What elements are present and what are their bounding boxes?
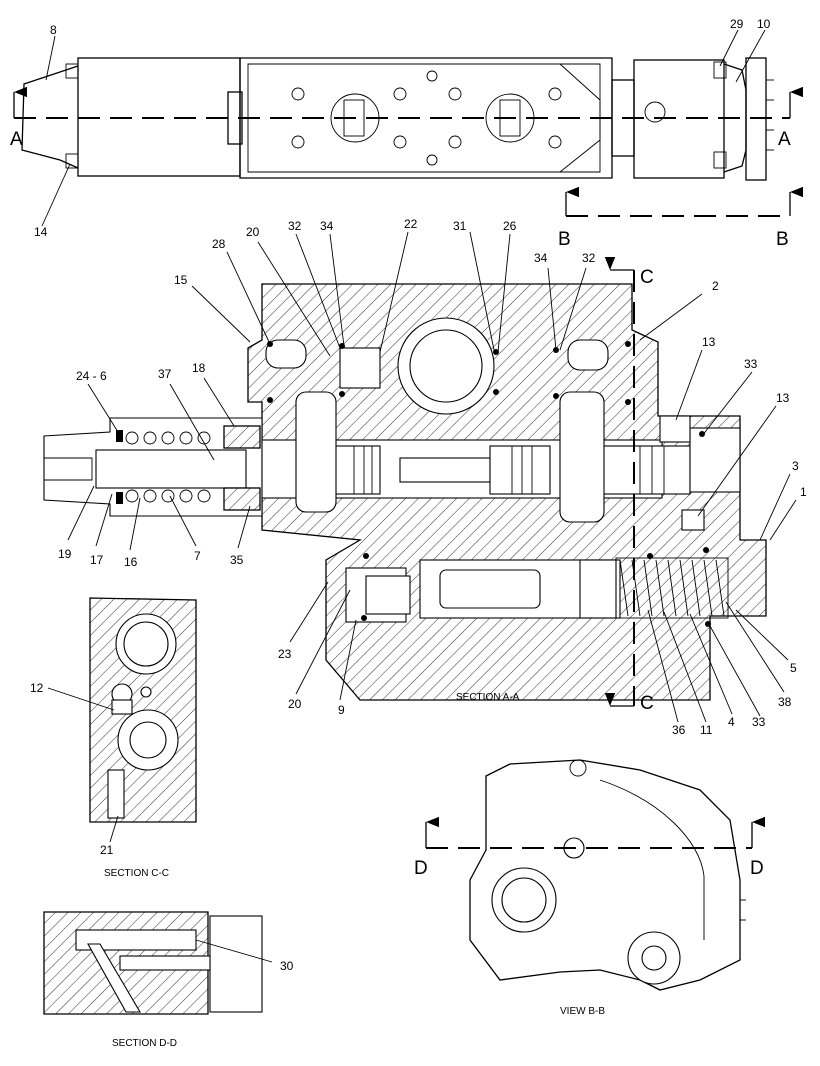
relief-spring <box>615 557 729 619</box>
callout-34b: 34 <box>534 251 548 265</box>
section-d-d <box>43 911 273 1015</box>
callout-35: 35 <box>230 553 244 567</box>
callout-22: 22 <box>404 217 418 231</box>
callout-33b: 33 <box>752 715 766 729</box>
callout-38: 38 <box>778 695 792 709</box>
caption-section-c-c: SECTION C-C <box>104 868 169 879</box>
callout-32b: 32 <box>582 251 596 265</box>
callout-8: 8 <box>50 23 57 37</box>
callout-7: 7 <box>194 549 201 563</box>
callout-21: 21 <box>100 843 114 857</box>
section-arrow-d-right: D <box>750 858 764 879</box>
callout-29: 29 <box>730 17 744 31</box>
section-arrow-d-left: D <box>414 858 428 879</box>
top-view-bolt-holes <box>291 70 562 166</box>
section-arrow-b-right: B <box>776 229 789 250</box>
callout-12: 12 <box>30 681 44 695</box>
section-a-a <box>43 231 797 723</box>
section-arrow-b-left: B <box>558 229 571 250</box>
callout-3: 3 <box>792 459 799 473</box>
callout-37: 37 <box>158 367 172 381</box>
callout-16: 16 <box>124 555 138 569</box>
view-b-b <box>425 759 765 991</box>
callout-1: 1 <box>800 485 807 499</box>
callout-18: 18 <box>192 361 206 375</box>
callout-15: 15 <box>174 273 188 287</box>
callout-24-6: 24 - 6 <box>76 369 107 383</box>
callout-28: 28 <box>212 237 226 251</box>
callout-26: 26 <box>503 219 517 233</box>
callout-5: 5 <box>790 661 797 675</box>
callout-13b: 13 <box>776 391 790 405</box>
leader-lines-a-a <box>67 231 797 723</box>
callout-33: 33 <box>744 357 758 371</box>
callout-30: 30 <box>280 959 294 973</box>
callout-9: 9 <box>338 703 345 717</box>
main-spool <box>329 445 691 495</box>
callout-labels: 8 14 29 10 A A B B C C D D 28 20 32 34 2… <box>10 17 807 1049</box>
top-view <box>13 29 803 227</box>
callout-20: 20 <box>246 225 260 239</box>
callout-13: 13 <box>702 335 716 349</box>
callout-19: 19 <box>58 547 72 561</box>
callout-34: 34 <box>320 219 334 233</box>
left-spring-coils <box>125 431 211 503</box>
callout-17: 17 <box>90 553 104 567</box>
callout-14: 14 <box>34 225 48 239</box>
callout-11: 11 <box>700 723 713 737</box>
callout-10: 10 <box>757 17 771 31</box>
callout-20b: 20 <box>288 697 302 711</box>
section-arrow-c-bottom: C <box>640 693 654 714</box>
section-arrow-a-left: A <box>10 129 23 150</box>
callout-2: 2 <box>712 279 719 293</box>
callout-31: 31 <box>453 219 467 233</box>
section-arrow-c-top: C <box>640 267 654 288</box>
callout-32: 32 <box>288 219 302 233</box>
section-arrow-a-right: A <box>778 129 791 150</box>
caption-view-b-b: VIEW B-B <box>560 1006 605 1017</box>
caption-section-a-a: SECTION A-A <box>456 692 520 703</box>
callout-4: 4 <box>728 715 735 729</box>
section-c-c <box>47 597 197 843</box>
callout-23: 23 <box>278 647 292 661</box>
callout-36: 36 <box>672 723 686 737</box>
caption-section-d-d: SECTION D-D <box>112 1038 177 1049</box>
